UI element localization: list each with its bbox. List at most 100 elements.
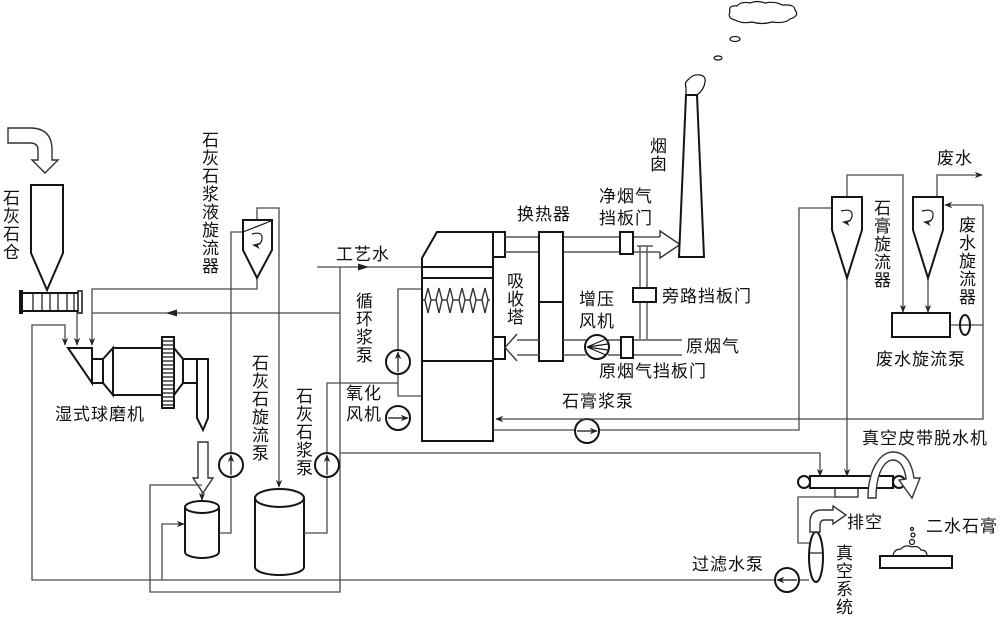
gypsum-discharge-arrow-icon <box>867 451 922 500</box>
absorber-shell <box>421 231 494 442</box>
label-booster-fan-line1: 增压 <box>579 290 615 310</box>
label-booster-fan-line2: 风机 <box>579 312 615 332</box>
raw-gas-duct <box>517 339 682 356</box>
raw-gas-damper <box>620 336 634 359</box>
steam-bubble <box>909 526 915 532</box>
label-filtrate-pump: 过滤水泵 <box>692 555 764 575</box>
bypass-damper <box>632 287 657 303</box>
belt <box>809 475 894 489</box>
steam-bubble <box>910 532 916 538</box>
label-clean-gas-damper-line1: 净烟气 <box>599 187 653 207</box>
label-gypsum-cyclone: 石膏旋流器 <box>870 199 890 289</box>
swirl-icon <box>921 209 934 227</box>
label-wastewater: 废水 <box>937 149 973 169</box>
mill-outlet-cone <box>173 345 184 398</box>
belt-roller-left <box>797 475 811 489</box>
limestone-silo <box>30 184 64 293</box>
feeder-screw-lines <box>32 293 75 311</box>
label-absorber: 吸收塔 <box>503 272 523 326</box>
gypsum-slurry-pipe <box>493 207 832 431</box>
mill-slurry-tank-body <box>184 507 220 559</box>
weigh-feeder <box>19 290 83 314</box>
label-vacuum-belt-filter: 真空皮带脱水机 <box>862 429 988 449</box>
gypsum-pile <box>892 545 928 557</box>
limestone-slurry-tank <box>254 488 305 576</box>
mill-discharge-chute <box>196 358 209 433</box>
flow-arrow-left <box>166 309 177 317</box>
mill-slurry-tank <box>184 500 220 559</box>
mill-drum <box>112 347 163 396</box>
label-raw-flue-gas: 原烟气 <box>686 337 740 357</box>
spray-nozzle <box>458 287 466 314</box>
clean-gas-duct <box>505 236 660 253</box>
raw-gas-inlet-arrow-icon <box>504 333 518 362</box>
absorber-tower <box>421 231 506 442</box>
vent-arrow-icon <box>809 504 848 533</box>
vacuum-belt-filter <box>797 475 906 498</box>
cyclone-overflow-pipe <box>256 207 283 488</box>
oxidation-air-fan <box>385 405 411 431</box>
limestone-feed-arrow-icon <box>7 127 60 174</box>
feeder-flange-left <box>19 290 23 314</box>
label-wastewater-cyclone: 废水旋流器 <box>955 216 975 306</box>
spray-nozzle <box>424 287 432 314</box>
stack <box>677 94 706 258</box>
gypsum-slurry-pump <box>574 418 600 444</box>
label-clean-gas-damper-line2: 挡板门 <box>599 209 653 229</box>
limestone-slurry-tank-top <box>254 488 305 508</box>
clean-gas-to-stack-arrow-icon <box>659 229 682 260</box>
label-wet-ball-mill: 湿式球磨机 <box>55 405 145 425</box>
vacuum-system <box>808 531 824 583</box>
recirculation-pump <box>385 349 411 375</box>
label-oxidation-fan-line2: 风机 <box>346 405 382 425</box>
swirl-icon <box>840 209 853 227</box>
booster-fan <box>584 334 610 360</box>
limestone-slurry-pump <box>314 452 340 478</box>
cloud-icon <box>728 0 798 25</box>
absorber-inlet-box <box>492 336 506 360</box>
label-stack: 烟囱 <box>646 137 666 173</box>
mill-discharge-arrow-icon <box>191 441 215 495</box>
limestone-slurry-cyclone <box>242 219 273 281</box>
cyclone-feed-pipe <box>219 231 243 534</box>
mist-eliminator-lines <box>422 266 493 279</box>
spray-nozzle <box>446 287 454 314</box>
wastewater-return-pipe <box>495 205 984 423</box>
spray-nozzle <box>435 287 443 314</box>
mill-inlet-trunnion <box>91 358 104 384</box>
clean-gas-damper <box>619 231 634 255</box>
cyclone-tangential-inlet <box>242 220 272 233</box>
label-limestone-slurry-cyclone: 石灰石浆液旋流器 <box>198 131 218 275</box>
mill-outlet-trunnion <box>182 358 198 384</box>
filtrate-return-pipe <box>31 324 775 581</box>
flow-arrow-right <box>358 263 369 271</box>
fan-blades-icon <box>586 338 609 356</box>
limestone-cyclone-pump <box>218 452 244 478</box>
wastewater-cyclone <box>912 196 944 282</box>
label-heat-exchanger: 换热器 <box>517 205 571 225</box>
label-gypsum-product: 二水石膏 <box>926 517 998 537</box>
label-bypass-damper: 旁路挡板门 <box>662 287 752 307</box>
wet-ball-mill <box>66 336 209 433</box>
label-wastewater-cyclone-pump: 废水旋流泵 <box>876 350 966 370</box>
filtrate-pump <box>774 567 800 593</box>
absorber-outlet-box <box>492 231 506 258</box>
label-vent: 排空 <box>847 513 883 533</box>
gypsum-product-plate <box>879 555 953 569</box>
smoke-puff-medium <box>729 35 741 43</box>
smoke-plume <box>684 74 706 96</box>
limestone-slurry-tank-body <box>254 498 305 576</box>
label-limestone-silo: 石灰石仓 <box>0 189 19 261</box>
spray-nozzle <box>481 287 489 314</box>
filtrate-to-vacuum-pipe <box>797 496 835 544</box>
swirl-icon <box>251 232 263 250</box>
feeder-flange-right <box>77 290 83 314</box>
label-gypsum-slurry-pump: 石膏浆泵 <box>562 392 634 412</box>
mill-gear-teeth <box>162 340 174 406</box>
heat-exchanger <box>538 231 564 362</box>
filtrate-to-tank-pipe <box>161 520 185 580</box>
gypsum-cyclone <box>831 196 863 282</box>
process-water-to-belt-pipe <box>340 452 824 477</box>
mill-slurry-tank-top <box>184 500 220 514</box>
